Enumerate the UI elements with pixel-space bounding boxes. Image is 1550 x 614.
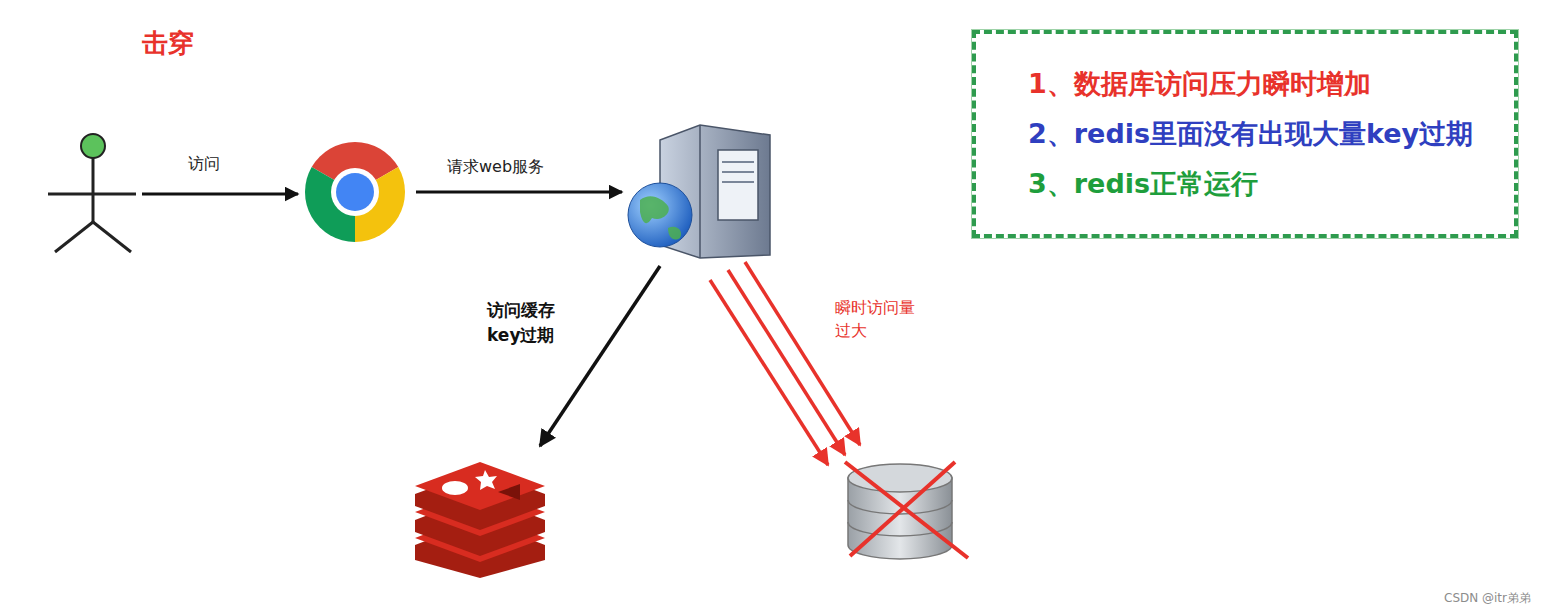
request-arrow (416, 191, 622, 194)
browser-icon (305, 142, 405, 242)
watermark: CSDN @itr弟弟 (1444, 590, 1531, 607)
access-arrow (142, 193, 298, 196)
note-line: 3、redis正常运行 (1028, 159, 1484, 209)
arrow-label: 访问缓存 key过期 (487, 298, 577, 347)
note-line: 2、redis里面没有出现大量key过期 (1028, 109, 1484, 159)
burst-arrows (710, 262, 860, 465)
server-icon (628, 125, 770, 258)
note-line: 1、数据库访问压力瞬时增加 (1028, 59, 1484, 109)
diagram-title: 击穿 (142, 26, 194, 61)
note-box: 1、数据库访问压力瞬时增加2、redis里面没有出现大量key过期3、redis… (972, 30, 1518, 238)
redis-icon (415, 462, 545, 578)
cache-arrow (540, 266, 660, 446)
arrow-label: 瞬时访问量 过大 (835, 296, 927, 342)
user-figure (48, 134, 136, 252)
database-icon (845, 462, 968, 559)
arrow-label: 访问 (188, 152, 220, 175)
arrow-label: 请求web服务 (447, 155, 544, 178)
